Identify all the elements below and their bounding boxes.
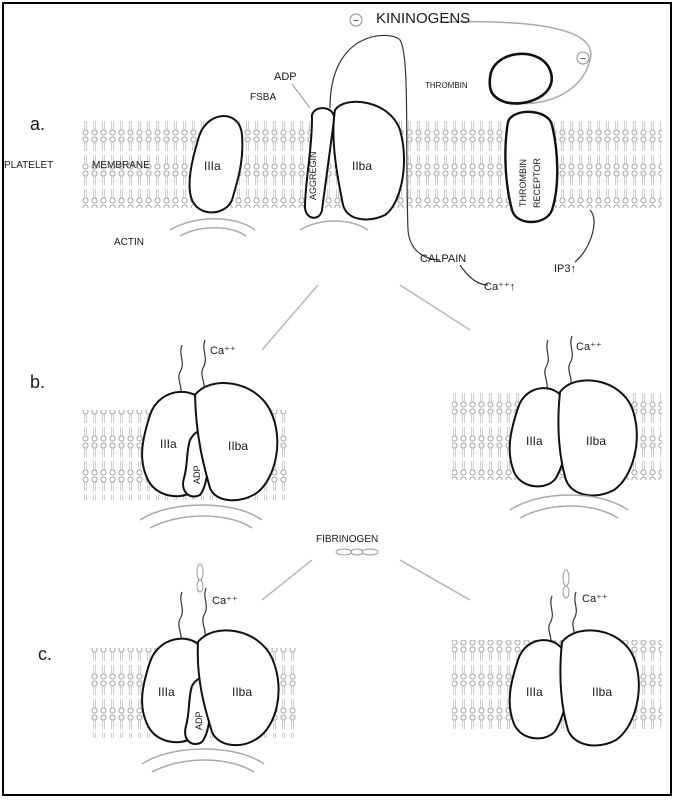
adp-label-c-left: ADP	[194, 711, 204, 730]
signal-wave-b-left-2	[201, 339, 206, 393]
kininogen-thrombin-curve	[439, 20, 592, 105]
ca-label-c-right: Ca⁺⁺	[582, 593, 608, 605]
ca-label-b-right: Ca⁺⁺	[576, 341, 602, 353]
minus-circle-left: −	[349, 13, 363, 27]
actin-arc-b-left-1	[139, 504, 263, 521]
adp-pointer	[291, 83, 311, 109]
actin-arc-left-2	[179, 227, 247, 237]
actin-arc-b-right-2	[519, 505, 619, 519]
connector-a-b-left	[261, 284, 319, 351]
iiia-label-a: IIIa	[204, 159, 221, 173]
fibrinogen-molecule	[335, 548, 379, 556]
ca-up-label: Ca⁺⁺↑	[484, 281, 515, 293]
thrombin-receptor-label-2: RECEPTOR	[532, 158, 542, 208]
ip3-label: IP3↑	[554, 263, 576, 275]
iiia-protein-b-right	[508, 387, 570, 488]
connector-b-c-left	[261, 559, 313, 601]
ca-label-c-left: Ca⁺⁺	[212, 595, 238, 607]
iiba-label-a: IIba	[352, 159, 372, 173]
actin-arc-mid	[299, 220, 369, 231]
signal-wave-b-left-1	[178, 344, 183, 399]
svg-text:−: −	[580, 54, 586, 65]
panel-a-label: a.	[30, 114, 45, 134]
connector-a-b-right	[399, 284, 471, 331]
iiba-label-c-right: IIba	[592, 685, 612, 699]
iiba-protein-a	[332, 100, 406, 221]
actin-arc-c-left-1	[141, 748, 265, 765]
thrombin-receptor-label-1: THROMBIN	[518, 159, 528, 207]
fibrinogen-bound-c-left	[196, 563, 204, 593]
connector-b-c-right	[399, 559, 471, 601]
kininogens-label: KININOGENS	[376, 10, 470, 27]
signal-wave-c-left-1	[178, 591, 183, 645]
fibrinogen-label: FIBRINOGEN	[316, 534, 378, 545]
signal-wave-c-left-2	[202, 587, 207, 641]
kininogen-pathway-curve	[329, 34, 441, 261]
iiba-label-c-left: IIba	[232, 685, 252, 699]
adp-label: ADP	[274, 71, 297, 83]
iiia-label-c-left: IIIa	[158, 685, 175, 699]
fsba-label: FSBA	[250, 92, 276, 103]
aggregin-label: AGGREGIN	[308, 151, 318, 200]
iiia-label-c-right: IIIa	[526, 685, 543, 699]
platelet-label: PLATELET	[4, 160, 53, 171]
actin-arc-left	[169, 218, 256, 231]
svg-text:−: −	[353, 16, 359, 27]
calpain-label: CALPAIN	[420, 253, 466, 265]
membrane-label: MEMBRANE	[92, 160, 150, 171]
signal-wave-b-right-2	[568, 335, 573, 389]
thrombin-label: THROMBIN	[425, 81, 468, 90]
fibrinogen-bound-c-right	[562, 569, 570, 599]
panel-b-label: b.	[30, 372, 45, 392]
ca-label-b-left: Ca⁺⁺	[210, 345, 236, 357]
thrombin-receptor	[504, 110, 559, 224]
iiia-protein-c-right	[508, 639, 570, 740]
adp-label-b-left: ADP	[192, 465, 202, 484]
actin-arc-c-left-2	[151, 759, 255, 773]
iiba-label-b-left: IIba	[228, 439, 248, 453]
iiia-label-b-right: IIIa	[526, 434, 543, 448]
panel-c-label: c.	[38, 644, 52, 664]
iiia-label-b-left: IIIa	[160, 437, 177, 451]
signal-wave-b-right-1	[544, 339, 549, 393]
iiba-protein-c-right	[559, 629, 640, 747]
actin-label: ACTIN	[114, 237, 144, 248]
iiba-protein-c-left	[196, 629, 280, 747]
thrombin-shape	[488, 52, 554, 105]
minus-circle-right: −	[576, 51, 590, 65]
actin-arc-b-left-2	[149, 515, 253, 529]
calpain-ca-curve	[459, 264, 489, 286]
iiba-label-b-right: IIba	[586, 434, 606, 448]
thrombin-receptor-signal-curve	[574, 209, 595, 263]
iiba-protein-b-left	[193, 382, 279, 502]
actin-arc-b-right-1	[509, 494, 629, 511]
iiba-protein-b-right	[557, 379, 638, 497]
aggregin-protein	[303, 107, 336, 219]
iiia-protein-a	[188, 115, 244, 214]
